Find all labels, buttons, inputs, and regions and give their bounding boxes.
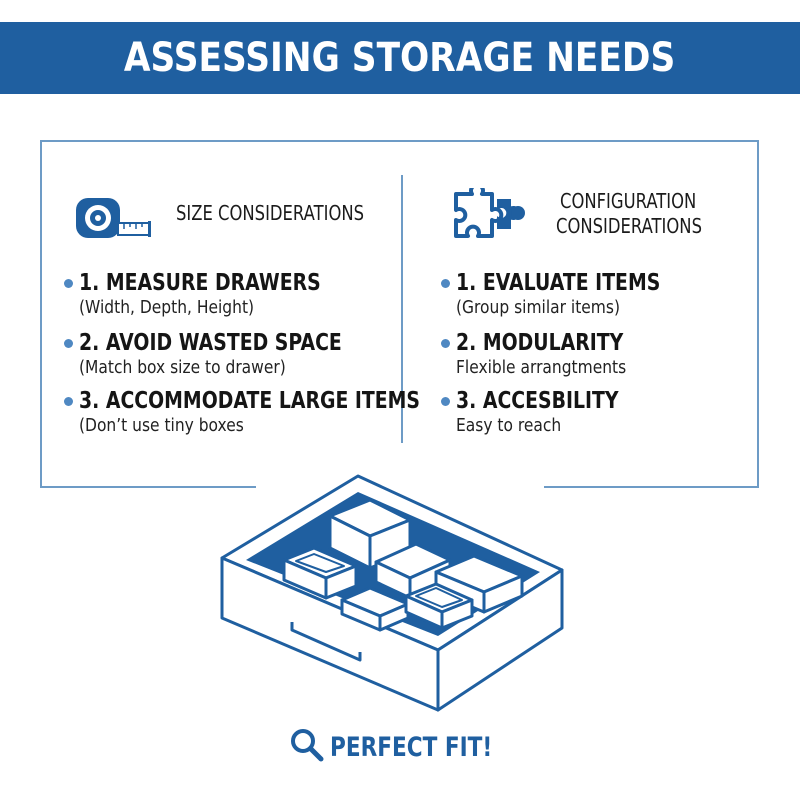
perfect-fit-text: PERFECT FIT! — [330, 732, 493, 763]
frame-bottom-right — [544, 486, 759, 488]
page-title: ASSESSING STORAGE NEEDS — [124, 35, 676, 81]
list-item: 1. EVALUATE ITEMS (Group similar items) — [441, 269, 705, 319]
bullet-icon — [64, 338, 73, 348]
list-item: 2. MODULARITY Flexible arrangtments — [441, 329, 660, 379]
bullet-icon — [441, 338, 450, 348]
item-title: 3. ACCESBILITY — [456, 388, 619, 414]
bullet-icon — [441, 396, 450, 406]
item-title: 3. ACCOMMODATE LARGE ITEMS — [79, 388, 421, 414]
frame-top — [40, 140, 759, 142]
bullet-icon — [64, 396, 73, 406]
configuration-heading-line2: CONSIDERATIONS — [556, 214, 702, 238]
item-title: 2. MODULARITY — [456, 330, 624, 356]
item-subtitle: (Group similar items) — [456, 297, 620, 318]
title-banner: ASSESSING STORAGE NEEDS — [0, 22, 800, 94]
list-item: 3. ACCESBILITY Easy to reach — [441, 387, 654, 437]
item-subtitle: (Width, Depth, Height) — [79, 297, 255, 318]
item-subtitle: Easy to reach — [456, 415, 562, 436]
size-considerations-heading: SIZE CONSIDERATIONS — [176, 201, 365, 225]
list-item: 1. MEASURE DRAWERS (Width, Depth, Height… — [64, 269, 374, 319]
perfect-fit-label: PERFECT FIT! — [290, 728, 533, 767]
bullet-icon — [441, 278, 450, 288]
tape-measure-icon — [72, 195, 154, 246]
list-item: 2. AVOID WASTED SPACE (Match box size to… — [64, 329, 400, 379]
frame-right — [757, 140, 759, 488]
item-subtitle: (Match box size to drawer) — [79, 357, 286, 378]
item-title: 1. MEASURE DRAWERS — [79, 270, 321, 296]
item-title: 2. AVOID WASTED SPACE — [79, 330, 342, 356]
puzzle-icon — [452, 182, 532, 253]
list-item: 3. ACCOMMODATE LARGE ITEMS (Don’t use ti… — [64, 387, 495, 437]
item-subtitle: (Don’t use tiny boxes — [79, 415, 244, 436]
frame-bottom-left — [40, 486, 256, 488]
frame-left — [40, 140, 42, 488]
configuration-heading-line1: CONFIGURATION — [560, 189, 697, 213]
drawer-organizer-icon — [210, 470, 580, 725]
magnifier-icon — [290, 728, 324, 767]
column-divider — [401, 175, 403, 443]
item-title: 1. EVALUATE ITEMS — [456, 270, 661, 296]
item-subtitle: Flexible arrangtments — [456, 357, 627, 378]
bullet-icon — [64, 278, 73, 288]
